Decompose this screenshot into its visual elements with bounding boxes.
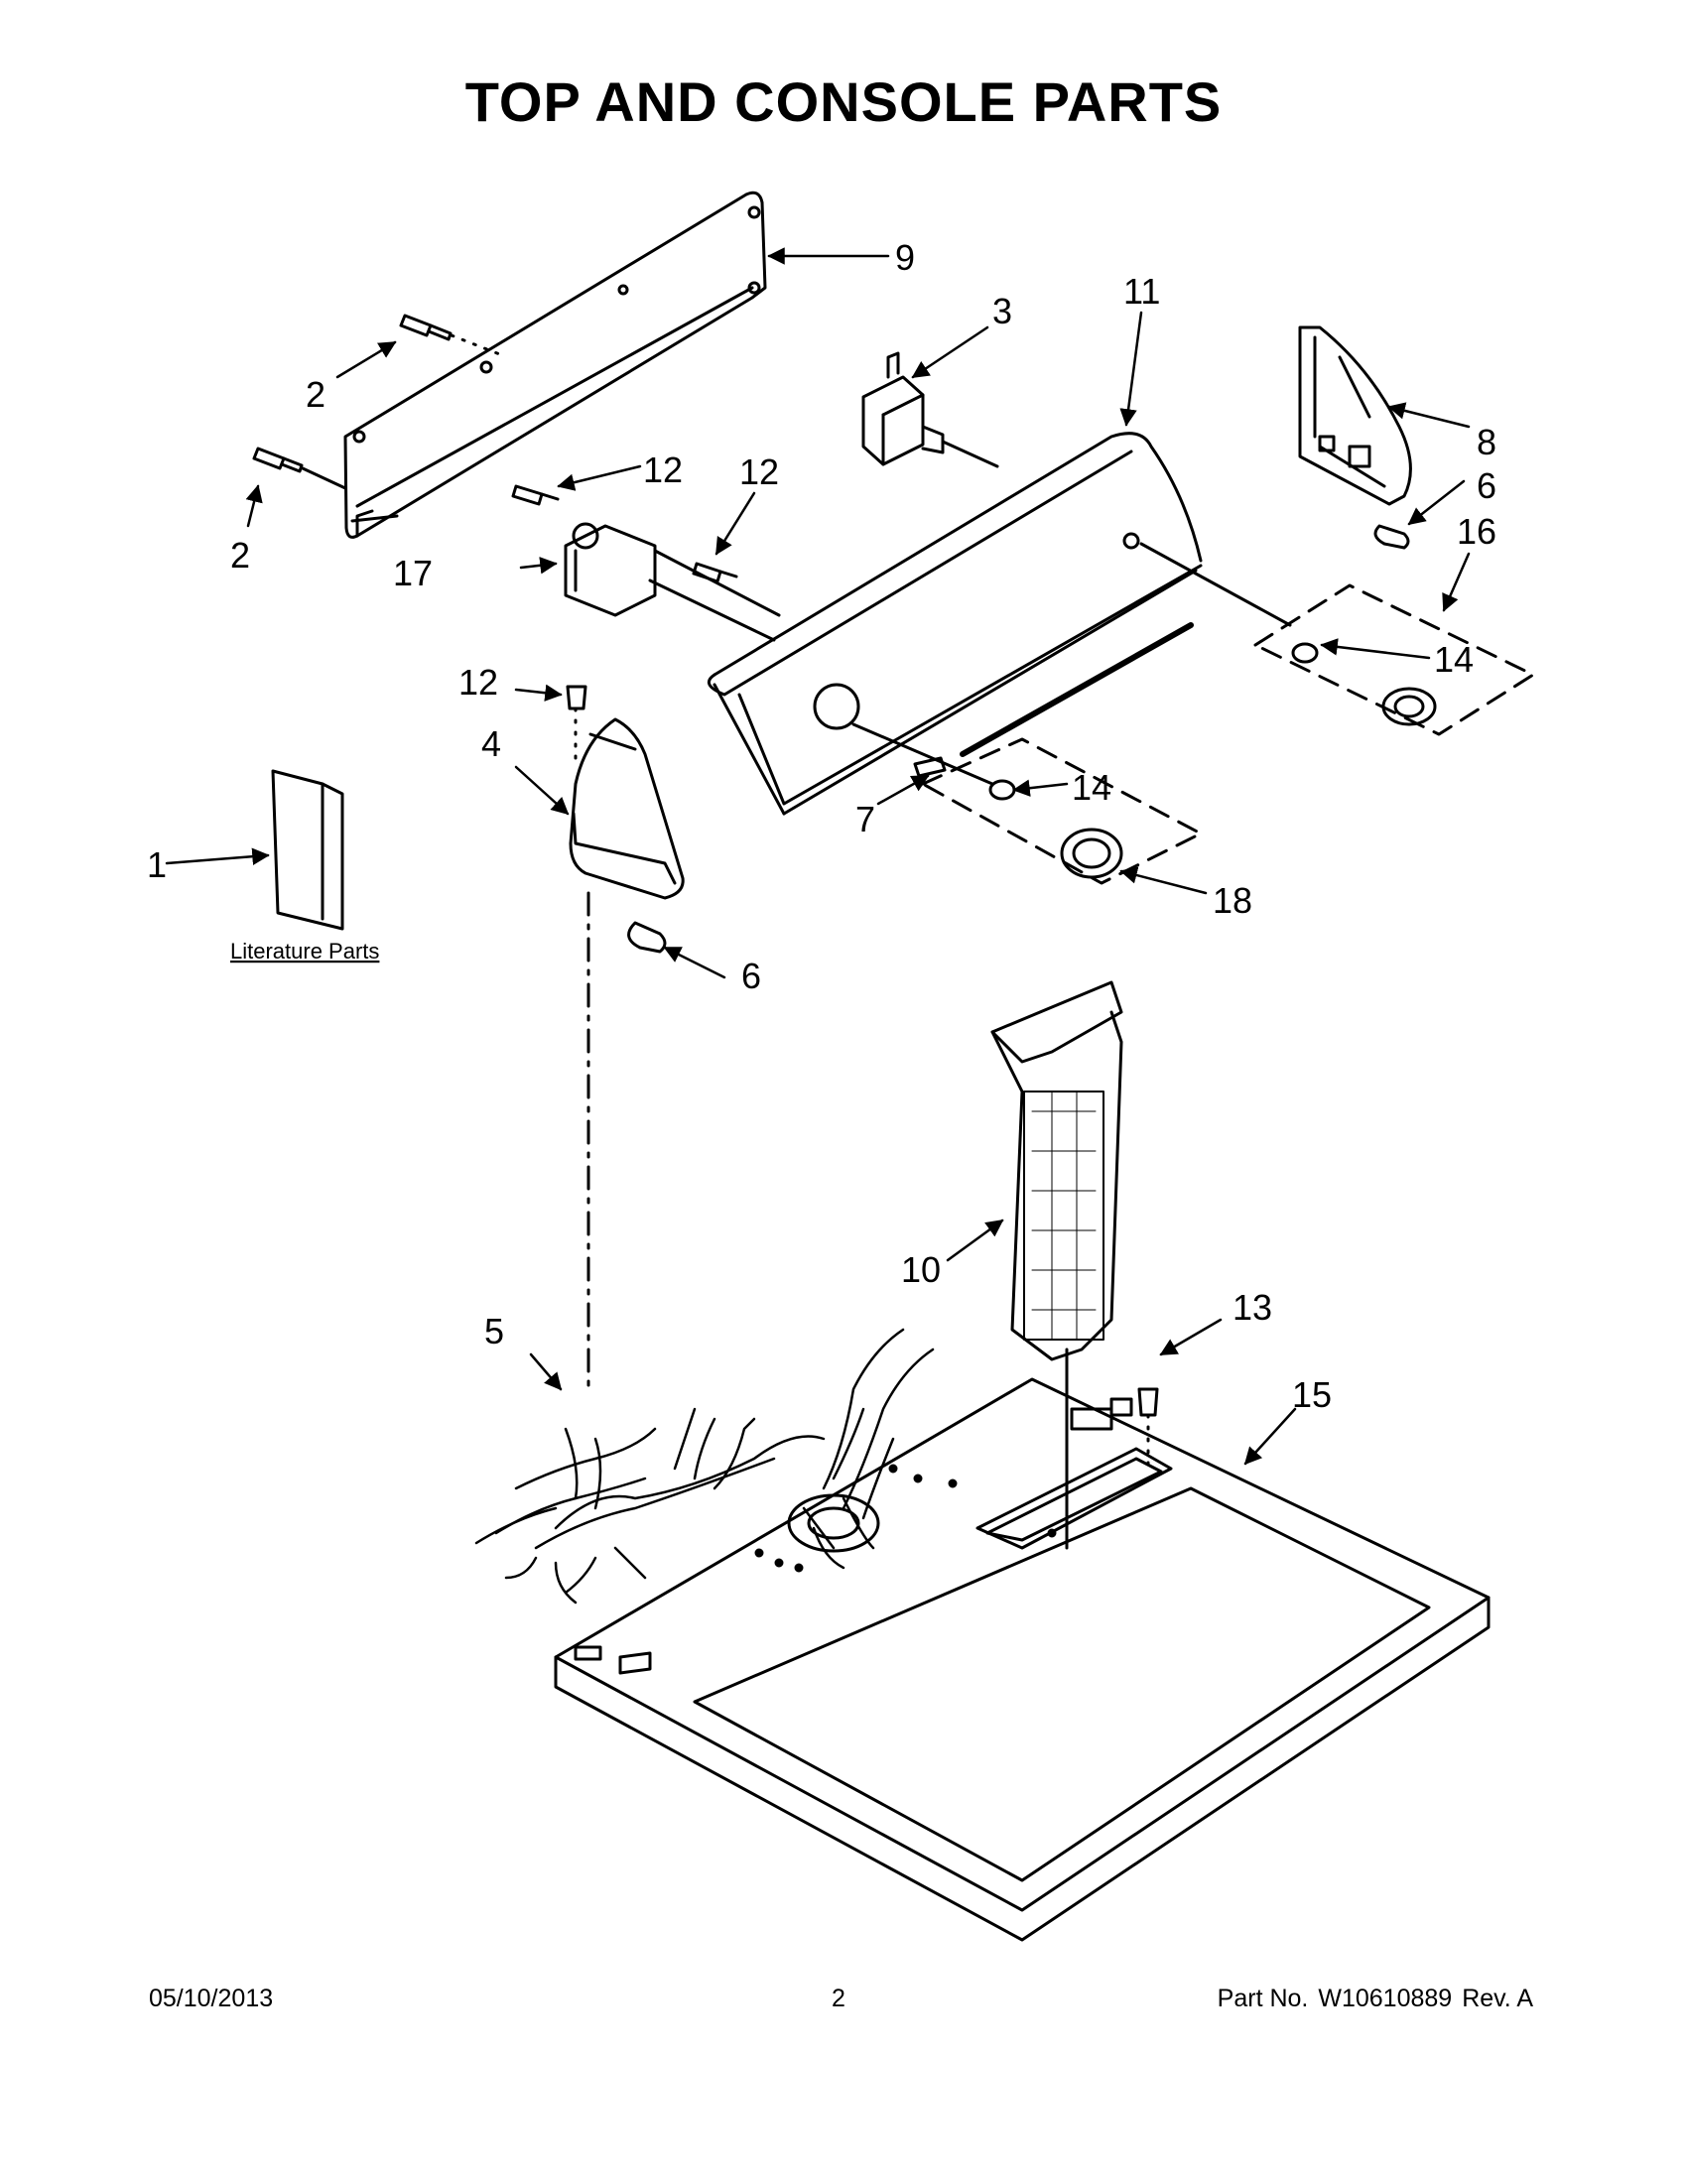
leader-6b xyxy=(663,946,726,979)
wire-harness-part-5 xyxy=(474,1328,935,1605)
leader-12a xyxy=(557,464,642,491)
part-number: W10610889 xyxy=(1318,1985,1453,2012)
callout-6: 6 xyxy=(1477,465,1496,506)
timer-part-17 xyxy=(564,522,781,642)
leader-14a xyxy=(1320,638,1431,660)
revision: Rev. A xyxy=(1462,1985,1533,2012)
callout-3: 3 xyxy=(992,291,1012,331)
callout-2: 2 xyxy=(306,374,325,415)
leader-4 xyxy=(514,765,570,816)
leader-5 xyxy=(529,1352,563,1391)
screw-part-12-c xyxy=(566,685,587,770)
leader-10 xyxy=(946,1219,1004,1262)
leader-2a xyxy=(335,340,397,379)
end-cap-part-4 xyxy=(569,717,685,900)
callout-12: 12 xyxy=(643,450,683,490)
knob-group-part-16 xyxy=(1253,583,1535,736)
screw-part-12-a xyxy=(511,484,560,506)
leader-12b xyxy=(714,491,756,556)
leader-15 xyxy=(1243,1407,1297,1466)
screw-part-7 xyxy=(913,756,947,778)
lint-screen-part-10 xyxy=(990,980,1123,1550)
callout-1: 1 xyxy=(147,844,167,885)
footer-part-number: Part No. W10610889 Rev. A xyxy=(1208,1985,1533,2013)
callout-17: 17 xyxy=(393,553,433,593)
clip-part-6-lower xyxy=(627,921,667,954)
screw-part-13 xyxy=(1137,1387,1159,1467)
callout-10: 10 xyxy=(901,1249,941,1290)
screw-part-2-lower xyxy=(252,447,347,490)
top-panel-part-15 xyxy=(554,1377,1491,1942)
leader-11 xyxy=(1119,311,1143,427)
footer-page-number: 2 xyxy=(832,1985,845,2012)
callout-14: 14 xyxy=(1434,639,1474,680)
callout-12: 12 xyxy=(458,662,498,703)
callout-7: 7 xyxy=(855,799,875,839)
part-label: Part No. xyxy=(1217,1985,1309,2012)
leader-2b xyxy=(245,484,263,528)
leader-1 xyxy=(165,847,270,865)
literature-part-1 xyxy=(271,769,344,931)
leader-17 xyxy=(519,557,558,575)
callout-5: 5 xyxy=(484,1311,504,1351)
screw-part-2-upper xyxy=(399,314,504,357)
leader-7 xyxy=(876,774,930,806)
footer-date: 05/10/2013 xyxy=(149,1985,274,2012)
callout-8: 8 xyxy=(1477,422,1496,462)
callout-6: 6 xyxy=(741,956,761,996)
leader-18 xyxy=(1119,866,1208,895)
leader-arrows xyxy=(165,247,1471,1466)
page-title: TOP AND CONSOLE PARTS xyxy=(464,70,1223,133)
leader-12c xyxy=(514,684,563,702)
callout-18: 18 xyxy=(1213,880,1252,921)
switch-part-3 xyxy=(861,351,999,468)
callout-14: 14 xyxy=(1072,767,1111,808)
leader-13 xyxy=(1159,1318,1223,1356)
callout-2: 2 xyxy=(230,535,250,576)
callout-labels: 9 2 2 3 11 8 6 16 12 12 12 17 14 4 1 Lit… xyxy=(147,237,1496,1415)
leader-16 xyxy=(1442,552,1471,612)
literature-label: Literature Parts xyxy=(230,939,379,964)
rear-panel-part-9 xyxy=(343,191,767,539)
leader-8 xyxy=(1387,402,1471,429)
callout-16: 16 xyxy=(1457,511,1496,552)
callout-15: 15 xyxy=(1292,1374,1332,1415)
leader-14b xyxy=(1012,779,1069,797)
callout-4: 4 xyxy=(481,723,501,764)
knob-group-part-18 xyxy=(851,722,1203,885)
console-part-11 xyxy=(707,432,1292,816)
callout-13: 13 xyxy=(1233,1287,1272,1328)
callout-9: 9 xyxy=(895,237,915,278)
screw-part-12-b xyxy=(692,562,738,583)
leader-3 xyxy=(911,325,989,379)
end-cap-part-8 xyxy=(1298,325,1412,506)
leader-6a xyxy=(1407,479,1466,526)
callout-12: 12 xyxy=(739,451,779,492)
clip-part-6-upper xyxy=(1373,524,1410,550)
callout-11: 11 xyxy=(1123,271,1160,312)
